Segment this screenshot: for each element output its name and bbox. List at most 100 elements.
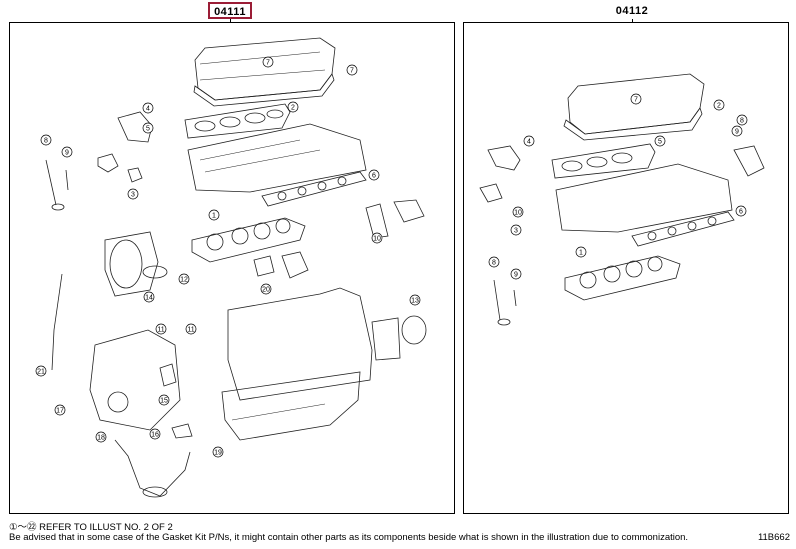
gasket-16-left [171,423,193,439]
callout-right-10[interactable]: 10 [512,206,524,218]
callout-left-3[interactable]: 3 [127,188,139,200]
callout-right-3[interactable]: 3 [510,224,522,236]
callout-left-17[interactable]: 17 [54,404,66,416]
callout-right-7[interactable]: 7 [630,93,642,105]
svg-text:8: 8 [492,260,496,267]
callout-left-8[interactable]: 8 [40,134,52,146]
head-gasket-right [564,255,681,301]
callout-left-15[interactable]: 15 [158,394,170,406]
pump-gasket-left [281,251,309,279]
water-outlet-left [117,111,153,143]
filter-gasket-left [253,255,275,277]
svg-text:9: 9 [735,129,739,136]
svg-text:2: 2 [717,103,721,110]
svg-text:19: 19 [214,450,222,457]
callout-left-1[interactable]: 1 [208,209,220,221]
callout-left-9[interactable]: 9 [61,146,73,158]
callout-right-2[interactable]: 2 [713,99,725,111]
svg-text:11: 11 [157,327,164,334]
svg-text:2: 2 [291,105,295,112]
callout-left-10[interactable]: 10 [371,232,383,244]
svg-text:9: 9 [65,150,69,157]
svg-text:14: 14 [145,295,153,302]
sensor-right [479,183,503,203]
callout-left-12[interactable]: 12 [178,273,190,285]
svg-text:9: 9 [514,272,518,279]
cylinder-head-right [555,163,733,233]
svg-text:20: 20 [262,287,270,294]
callout-left-19[interactable]: 19 [212,446,224,458]
callout-right-5[interactable]: 5 [654,135,666,147]
svg-text:13: 13 [411,298,419,305]
sensor-left [97,153,119,173]
oil-pump-housing-left [104,231,159,297]
kit-code-right[interactable]: 04112 [615,5,649,17]
callout-left-13[interactable]: 13 [409,294,421,306]
callout-left-7b[interactable]: 7 [346,64,358,76]
valve-cover-gasket-left [193,73,335,107]
code-right-leader [632,19,633,23]
kit-code-left[interactable]: 04111 [208,2,252,19]
svg-text:6: 6 [372,173,376,180]
seal-left [107,391,129,413]
valve-right [493,279,517,326]
callout-left-16[interactable]: 16 [149,428,161,440]
svg-text:15: 15 [160,398,168,405]
egr-pipe-left [393,199,425,223]
svg-text:7: 7 [266,60,270,67]
seal-small-left [159,363,177,387]
callout-left-21[interactable]: 21 [35,365,47,377]
callout-right-8b[interactable]: 8 [488,256,500,268]
kit-panel-left [9,22,455,514]
svg-text:16: 16 [151,432,159,439]
dipstick-left [51,273,63,371]
head-gasket-left [191,217,306,263]
svg-text:21: 21 [37,369,45,376]
svg-text:3: 3 [131,192,135,199]
egr-gasket-left [365,203,389,239]
callout-left-14[interactable]: 14 [143,291,155,303]
oil-pan-left [221,371,361,441]
callout-left-20[interactable]: 20 [260,283,272,295]
svg-text:10: 10 [373,236,381,243]
callout-right-9[interactable]: 9 [731,125,743,137]
callout-left-4[interactable]: 4 [142,102,154,114]
callout-right-9b[interactable]: 9 [510,268,522,280]
callout-left-11b[interactable]: 11 [185,323,197,335]
callout-right-8[interactable]: 8 [736,114,748,126]
svg-text:6: 6 [739,209,743,216]
callout-right-1[interactable]: 1 [575,246,587,258]
manifold-gasket-right [551,143,656,179]
valve-left [45,159,69,211]
svg-text:11: 11 [187,327,194,334]
callout-left-5b[interactable]: 5 [142,122,154,134]
callout-left-18[interactable]: 18 [95,431,107,443]
rear-retainer-left [371,317,401,361]
cylinder-head-detail-left [199,139,321,173]
code-left-leader [230,19,231,23]
manifold-gasket-left [184,103,291,139]
svg-text:5: 5 [146,126,150,133]
callout-left-11a[interactable]: 11 [155,323,167,335]
callout-left-2[interactable]: 2 [287,101,299,113]
cylinder-head-left [187,123,367,193]
drawing-number: 11B662 [757,532,790,543]
svg-text:17: 17 [56,408,64,415]
rear-seal-left [401,315,427,345]
callout-right-4[interactable]: 4 [523,135,535,147]
svg-text:3: 3 [514,228,518,235]
exhaust-gasket-right [631,211,735,247]
svg-text:7: 7 [634,97,638,104]
oil-strainer-left [114,439,191,497]
svg-text:10: 10 [514,210,522,217]
svg-text:4: 4 [527,139,531,146]
oring-left [142,265,168,279]
timing-cover-left [89,329,181,431]
callout-left-5[interactable] [287,103,297,113]
callout-right-6[interactable]: 6 [735,205,747,217]
svg-text:12: 12 [180,277,188,284]
callout-left-7a[interactable]: 7 [262,56,274,68]
callout-left-6[interactable]: 6 [368,169,380,181]
